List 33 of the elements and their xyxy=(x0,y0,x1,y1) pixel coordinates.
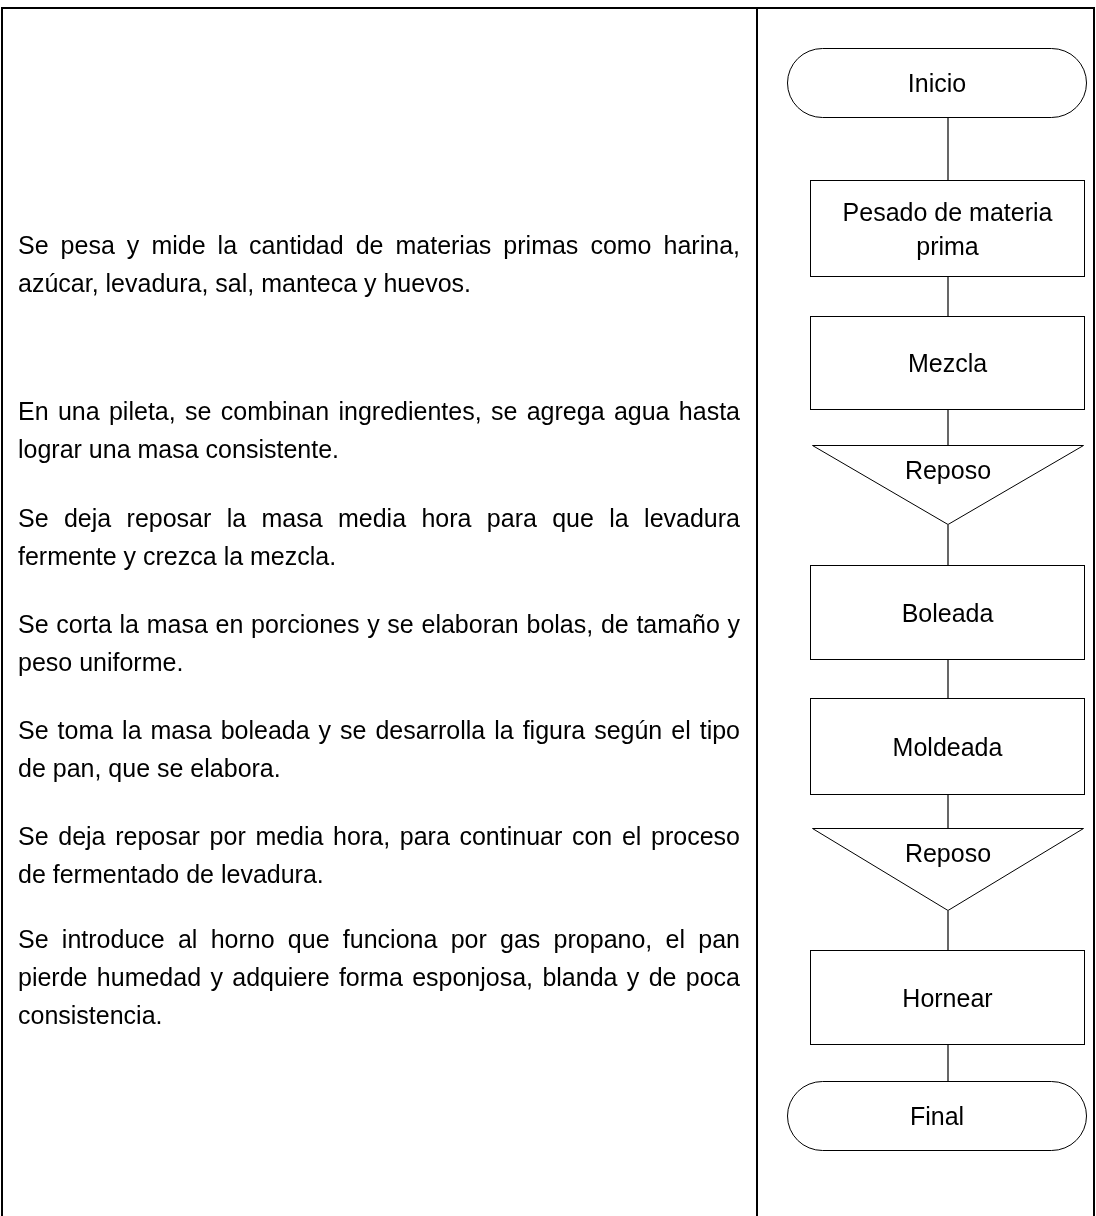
step-description: Se deja reposar la masa media hora para que la levadura fermente y crezca la mezcla. xyxy=(18,503,740,572)
step-description: En una pileta, se combinan ingredientes, se agrega agua hasta lograr una masa consistente. xyxy=(18,396,740,465)
step-label: Boleada xyxy=(900,597,995,629)
step-description: Se deja reposar por media hora, para continuar con el proceso de fermentado de levadura. xyxy=(18,821,740,890)
connector-line xyxy=(947,409,949,446)
step-description: Se pesa y mide la cantidad de materias primas como harina, azúcar, levadura, sal, manteca y huevos. xyxy=(18,230,740,299)
step-label: Moldeada xyxy=(891,731,1004,763)
connector-line xyxy=(947,276,949,317)
process-box xyxy=(810,698,1085,795)
connector-line xyxy=(947,794,949,829)
storage-triangle xyxy=(812,445,1084,525)
terminal-shape xyxy=(787,48,1087,118)
process-box xyxy=(810,180,1085,277)
step-description: Se corta la masa en porciones y se elaboran bolas, de tamaño y peso uniforme. xyxy=(18,609,740,678)
step-label: Reposo xyxy=(904,838,992,869)
connector-line xyxy=(947,117,949,181)
storage-triangle xyxy=(812,828,1084,911)
process-box xyxy=(810,950,1085,1045)
connector-line xyxy=(947,659,949,699)
step-label: Final xyxy=(909,1101,965,1132)
terminal-shape xyxy=(787,1081,1087,1151)
step-description: Se introduce al horno que funciona por gas propano, el pan pierde humedad y adquiere forma esponjosa, blanda y de poca consistencia. xyxy=(18,924,740,1031)
process-box xyxy=(810,316,1085,410)
step-label: Mezcla xyxy=(906,348,989,379)
connector-line xyxy=(947,1044,949,1082)
step-description: Se toma la masa boleada y se desarrolla la figura según el tipo de pan, que se elabora. xyxy=(18,715,740,784)
connector-line xyxy=(947,910,949,951)
process-box xyxy=(810,565,1085,660)
step-label: Hornear xyxy=(901,982,994,1014)
connector-line xyxy=(947,524,949,566)
step-label: Inicio xyxy=(907,68,967,99)
step-label: Pesado de materia prima xyxy=(841,196,1054,262)
step-label: Reposo xyxy=(904,455,992,486)
